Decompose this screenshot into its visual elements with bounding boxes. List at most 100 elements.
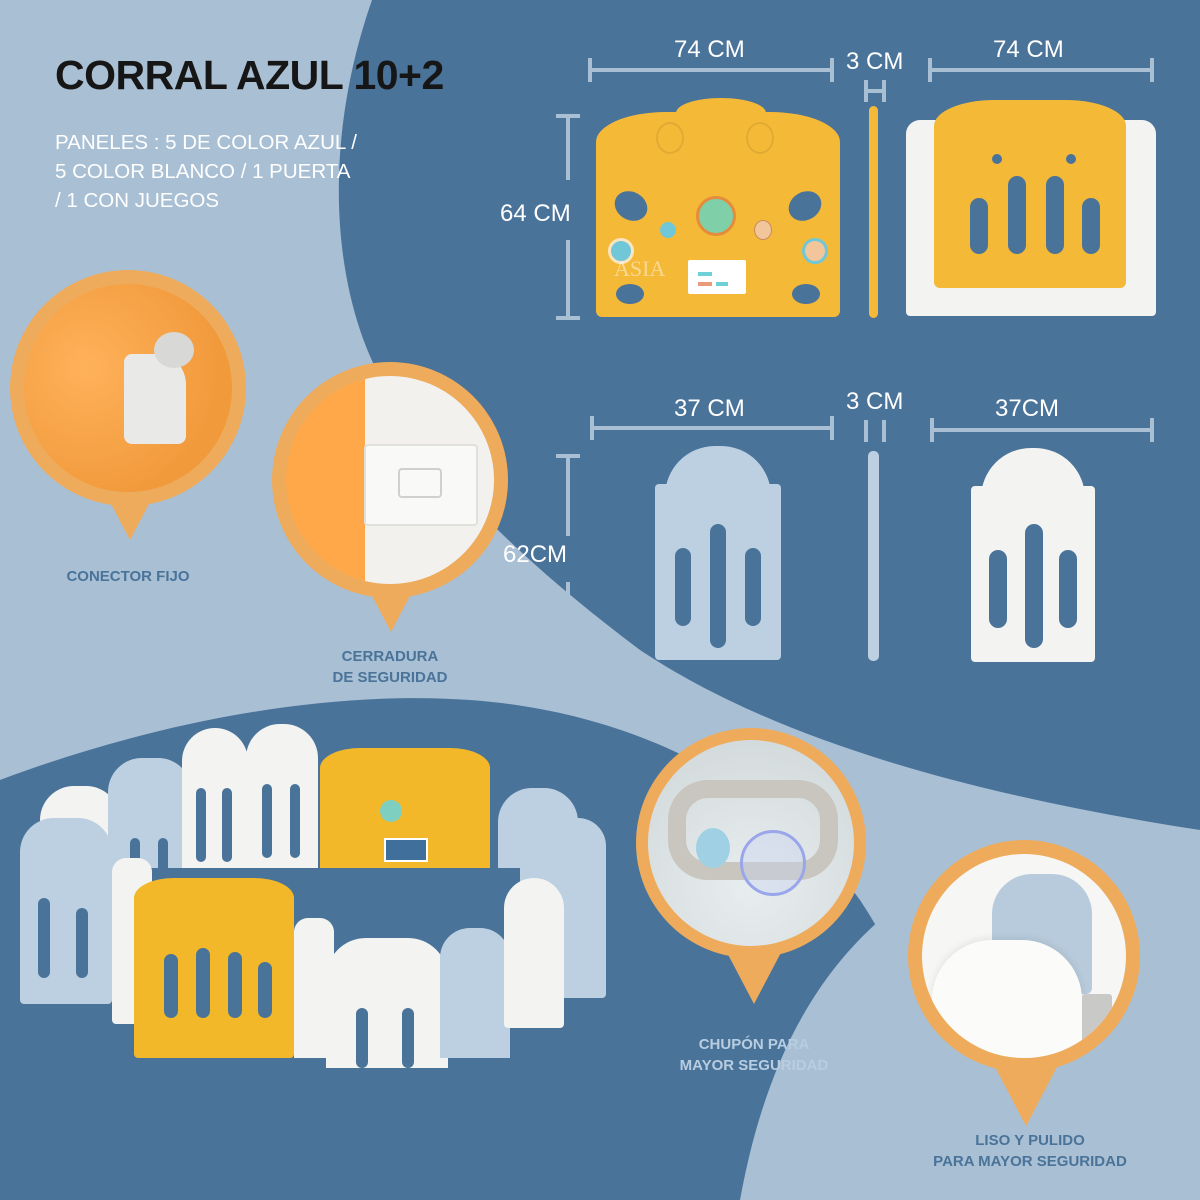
watermark-text: ASIA [614, 256, 666, 281]
abacus-toy [688, 260, 746, 294]
panel-slot [262, 784, 272, 858]
door-slot [1082, 198, 1100, 254]
playpen-panel [20, 818, 112, 1004]
door-slot [164, 954, 178, 1018]
product-subtitle: PANELES : 5 DE COLOR AZUL / 5 COLOR BLAN… [55, 128, 435, 215]
lock-button [398, 468, 442, 498]
dim-small-gap: 3 CM [846, 388, 904, 415]
suction-cup [740, 830, 806, 896]
lock-plate [364, 444, 478, 526]
panel-hole [792, 284, 820, 304]
connector-knob [154, 332, 194, 368]
panel-blue-small [655, 446, 781, 660]
panel-hole [783, 185, 827, 227]
panel-slot [290, 784, 300, 858]
panel-slot [222, 788, 232, 862]
label-line: MAYOR SEGURIDAD [679, 1057, 829, 1074]
dim-line-large-height-bottom [566, 240, 570, 318]
panel-side-view-blue [868, 451, 879, 661]
door-slot [1008, 176, 1026, 254]
door-slot [258, 962, 272, 1018]
abacus-bead [698, 282, 712, 286]
door-slot [1046, 176, 1064, 254]
dim-line-small-gap [864, 420, 886, 442]
dim-cap-bottom [556, 656, 580, 660]
product-title: CORRAL AZUL 10+2 [55, 52, 444, 98]
panel-slot [710, 524, 726, 648]
door-panel-yellow [934, 100, 1126, 288]
connector-part [124, 354, 186, 444]
panel-slot [402, 1008, 414, 1068]
playpen-panel [246, 724, 318, 894]
panel-slot [989, 550, 1007, 628]
hinge [1082, 994, 1112, 1054]
panel-emboss [656, 122, 684, 154]
dim-large-gap: 3 CM [846, 48, 904, 75]
panel-slot [1059, 550, 1077, 628]
panel-slot [356, 1008, 368, 1068]
dim-line-large-height-top [566, 114, 570, 180]
callout-conector-fijo [10, 270, 250, 550]
panel-crown [981, 448, 1085, 518]
panel-slot [675, 548, 691, 626]
dim-cap-bottom [556, 316, 580, 320]
playpen-panel [504, 878, 564, 1028]
dim-large-right-width: 74 CM [993, 36, 1064, 63]
dim-small-height: 62CM [503, 541, 568, 568]
door-slot [196, 948, 210, 1018]
dim-line-small-height-top [566, 454, 570, 536]
door-hole [1066, 154, 1076, 164]
label-line: DE SEGURIDAD [332, 669, 448, 686]
door-hole [992, 154, 1002, 164]
dim-large-left-width: 74 CM [674, 36, 745, 63]
label-line: CHUPÓN PARA [698, 1036, 810, 1053]
panel-emboss [746, 122, 774, 154]
label-line: PARA MAYOR SEGURIDAD [933, 1153, 1127, 1170]
gear-toy-icon [696, 196, 736, 236]
label-line: CERRADURA [341, 648, 439, 665]
panel-slot [1025, 524, 1043, 648]
panel-crown [676, 98, 766, 128]
panel-crown [665, 446, 771, 516]
smooth-edge-photo [922, 854, 1126, 1058]
playpen-panel [326, 938, 448, 1068]
white-panel-edge [932, 940, 1082, 1058]
callout-cerradura [272, 362, 510, 642]
panel-side-view-yellow [869, 106, 878, 318]
dim-large-height: 64 CM [500, 200, 571, 227]
dim-small-right-width: 37CM [995, 395, 1060, 422]
panel-slot [745, 548, 761, 626]
dim-line-small-right [930, 418, 1154, 442]
assembled-playpen-image [20, 718, 620, 1068]
bead-toy-icon [754, 220, 772, 240]
panel-slot [76, 908, 88, 978]
callout-label-liso: LISO Y PULIDO PARA MAYOR SEGURIDAD [920, 1130, 1140, 1172]
panel-slot [38, 898, 50, 978]
dim-line-large-gap [864, 80, 886, 102]
dim-line-large-right [928, 58, 1154, 82]
callout-label-cerradura: CERRADURA DE SEGURIDAD [320, 646, 460, 688]
gear-toy-icon [380, 800, 402, 822]
abacus-bead [698, 272, 712, 276]
dim-line-small-height-bottom [566, 582, 570, 660]
panel-hole [616, 284, 644, 304]
abacus-bead [716, 282, 728, 286]
connector-photo [24, 284, 232, 492]
flower-toy-icon [802, 238, 828, 264]
flower-toy-icon [608, 238, 634, 264]
door-slot [970, 198, 988, 254]
subtitle-line: PANELES : 5 DE COLOR AZUL / [55, 131, 357, 154]
play-panel-yellow: ASIA [596, 98, 840, 317]
lock-photo [286, 376, 494, 584]
callout-liso-pulido [908, 840, 1148, 1130]
suction-cup-photo [648, 740, 854, 946]
blue-knob [696, 828, 730, 868]
dim-line-small-left [590, 416, 834, 440]
label-line: LISO Y PULIDO [975, 1132, 1085, 1149]
dim-small-left-width: 37 CM [674, 395, 745, 422]
abacus-toy [384, 838, 428, 862]
panel-slot [196, 788, 206, 862]
door-panel-frame [906, 100, 1156, 316]
panel-hole [609, 185, 653, 227]
playpen-panel [440, 928, 510, 1058]
